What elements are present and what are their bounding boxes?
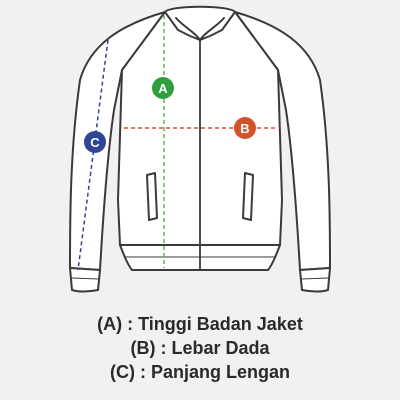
right-pocket (242, 172, 254, 221)
marker-c-label: C (90, 135, 100, 150)
marker-b-label: B (240, 121, 249, 136)
measure-line-c (77, 39, 109, 271)
legend: (A) : Tinggi Badan Jaket (B) : Lebar Dad… (0, 312, 400, 384)
jacket-diagram: A B C (69, 5, 331, 293)
left-cuff (69, 267, 101, 293)
right-cuff (299, 267, 331, 293)
marker-b-badge: B (234, 117, 256, 139)
legend-item-c: (C) : Panjang Lengan (110, 362, 290, 382)
legend-item-a: (A) : Tinggi Badan Jaket (97, 314, 303, 334)
marker-a-label: A (158, 81, 168, 96)
left-sleeve (69, 11, 166, 271)
marker-c-badge: C (84, 131, 106, 153)
right-sleeve (234, 11, 331, 271)
left-pocket (146, 172, 158, 221)
legend-item-b: (B) : Lebar Dada (130, 338, 270, 358)
marker-a-badge: A (152, 77, 174, 99)
